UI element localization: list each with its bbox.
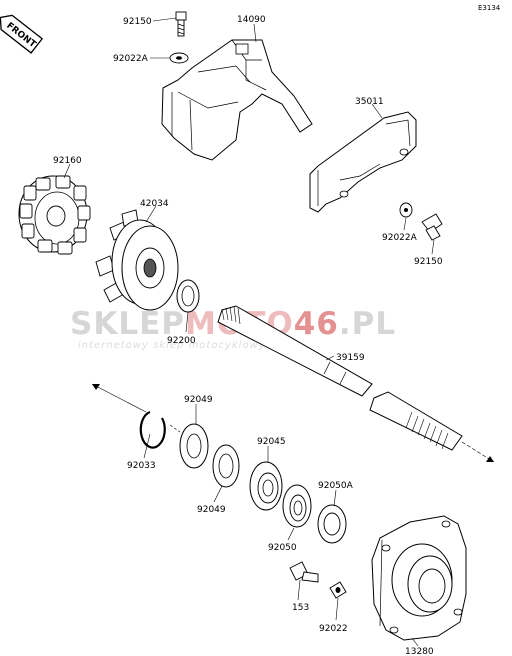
callout-92033: 92033 bbox=[127, 461, 156, 471]
callout-92022A-right: 92022A bbox=[382, 233, 418, 243]
diagram-code: E3134 bbox=[478, 4, 501, 12]
seal-92049-a bbox=[179, 423, 209, 469]
front-direction-badge: FRONT bbox=[0, 14, 44, 54]
callout-92150-right: 92150 bbox=[414, 257, 443, 267]
washer-92022A-right bbox=[399, 202, 413, 218]
callout-92200: 92200 bbox=[167, 336, 196, 346]
callout-14090: 14090 bbox=[237, 15, 266, 25]
watermark-brand-a: SKLEP bbox=[70, 306, 185, 342]
callout-92050: 92050 bbox=[268, 543, 297, 553]
callout-labels: 92150 14090 92022A 35011 92160 42034 920… bbox=[53, 15, 443, 656]
callout-92050A: 92050A bbox=[318, 481, 354, 491]
callout-92045: 92045 bbox=[257, 437, 286, 447]
callout-13280: 13280 bbox=[405, 647, 434, 656]
cover-14090 bbox=[161, 39, 313, 161]
bracket-35011 bbox=[309, 111, 417, 213]
seal-92050A bbox=[317, 504, 347, 544]
callout-92160: 92160 bbox=[53, 156, 82, 166]
svg-text:SKLEPMOTO46.PL: SKLEPMOTO46.PL bbox=[70, 306, 396, 342]
housing-13280 bbox=[371, 515, 467, 641]
callout-92022: 92022 bbox=[319, 624, 348, 634]
washer-92022A-top bbox=[169, 52, 189, 64]
callout-42034: 42034 bbox=[140, 199, 169, 209]
callout-153: 153 bbox=[292, 603, 309, 613]
washer-92200 bbox=[176, 279, 200, 313]
bearing-92050 bbox=[282, 484, 312, 528]
damper-92160 bbox=[18, 175, 91, 255]
watermark-brand-d: .PL bbox=[339, 306, 396, 342]
circlip-92033 bbox=[139, 410, 166, 449]
bearing-92045 bbox=[249, 461, 283, 511]
callout-35011: 35011 bbox=[355, 97, 384, 107]
watermark: SKLEPMOTO46.PL internetowy sklep motocyk… bbox=[70, 306, 396, 351]
watermark-brand-c: 46 bbox=[294, 306, 339, 342]
bolt-92150-right bbox=[421, 213, 443, 241]
assembly-axis bbox=[91, 383, 495, 463]
watermark-tagline: internetowy sklep motocyklowy bbox=[78, 340, 266, 351]
callout-92150-top: 92150 bbox=[123, 17, 152, 27]
callout-92022A-top: 92022A bbox=[113, 54, 149, 64]
callout-92049-a: 92049 bbox=[184, 395, 213, 405]
driveshaft-39159 bbox=[217, 305, 463, 451]
leader-lines bbox=[63, 17, 435, 647]
callout-92049-b: 92049 bbox=[197, 505, 226, 515]
callout-39159: 39159 bbox=[336, 353, 365, 363]
bolt-92150-top bbox=[175, 11, 187, 37]
seal-92049-b bbox=[212, 444, 240, 488]
coupling-42034 bbox=[95, 209, 179, 311]
bolt-153 bbox=[289, 561, 319, 583]
washer-92022 bbox=[329, 581, 347, 599]
